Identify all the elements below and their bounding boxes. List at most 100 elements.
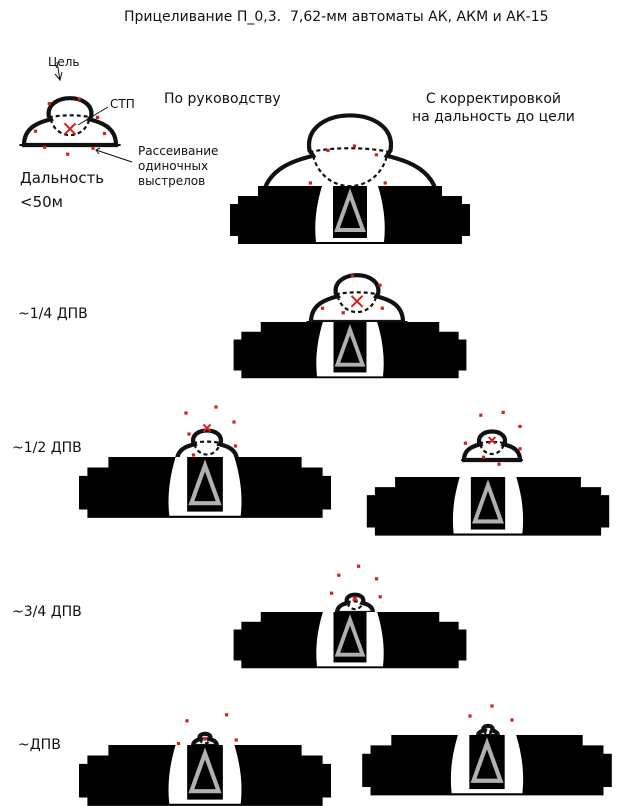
mpi-x-mark bbox=[63, 122, 77, 136]
shot-dot bbox=[102, 131, 107, 136]
row-label-quarter: ~1/4 ДПВ bbox=[18, 306, 88, 322]
shot-dot bbox=[352, 144, 356, 148]
row-label-half: ~1/2 ДПВ bbox=[12, 440, 82, 456]
shot-dot bbox=[501, 410, 505, 414]
shot-dot bbox=[341, 311, 345, 315]
shot-dot bbox=[337, 573, 341, 577]
shot-dot bbox=[185, 719, 189, 723]
x-stroke bbox=[352, 595, 358, 602]
shot-dot bbox=[320, 306, 325, 310]
target-row3-left bbox=[173, 405, 241, 464]
row-label-three-quarter: ~3/4 ДПВ bbox=[12, 604, 82, 620]
shot-dot bbox=[96, 115, 100, 119]
shot-dot bbox=[378, 283, 382, 287]
arrow-icon bbox=[95, 147, 133, 163]
face-outline-dashed bbox=[346, 600, 364, 611]
target-silhouette bbox=[334, 592, 376, 616]
triangle-icon bbox=[188, 459, 222, 506]
x-stroke bbox=[202, 423, 212, 433]
sight-row5-right bbox=[362, 735, 612, 796]
sight-row2 bbox=[233, 322, 467, 379]
column-header-by-manual: По руководству bbox=[164, 91, 281, 107]
shot-dot bbox=[510, 718, 514, 722]
shot-dot bbox=[468, 714, 472, 718]
shot-dot bbox=[326, 148, 330, 153]
shot-dot bbox=[374, 153, 378, 157]
shot-dot bbox=[497, 462, 501, 466]
shot-dot bbox=[191, 453, 196, 457]
shot-dot bbox=[177, 742, 181, 746]
row-label-full: ~ДПВ bbox=[18, 737, 61, 753]
column-header-corrected: С корректировкой на дальность до цели bbox=[412, 91, 575, 125]
x-stroke bbox=[350, 295, 364, 308]
triangle-icon bbox=[471, 479, 505, 524]
shot-dot bbox=[33, 129, 38, 133]
sight-row1 bbox=[230, 186, 470, 244]
arrow-icon bbox=[54, 61, 63, 82]
x-stroke bbox=[487, 436, 497, 445]
target-row4 bbox=[330, 564, 382, 617]
shot-dot bbox=[47, 102, 51, 106]
face-outline-dashed bbox=[478, 440, 506, 456]
triangle-icon bbox=[334, 614, 366, 657]
shot-dot bbox=[482, 455, 486, 459]
shot-dot bbox=[378, 595, 382, 599]
sight-row3-left bbox=[79, 457, 332, 518]
mpi-x-mark bbox=[350, 295, 364, 308]
shot-dot bbox=[77, 97, 81, 101]
shot-dot bbox=[184, 411, 188, 415]
triangle-icon bbox=[470, 737, 504, 783]
diagram-title: Прицеливание П_0,3. 7,62-мм автоматы АК,… bbox=[124, 9, 549, 25]
shot-dot bbox=[490, 704, 494, 708]
sight-row3-right bbox=[366, 477, 610, 536]
triangle-icon bbox=[334, 324, 366, 367]
triangle-icon bbox=[334, 188, 366, 232]
arrow-icon bbox=[77, 106, 109, 126]
target-silhouette bbox=[21, 96, 119, 148]
shot-dot bbox=[350, 274, 354, 278]
shot-dot bbox=[518, 424, 522, 428]
face-outline-dashed bbox=[48, 114, 92, 137]
target-row3-right bbox=[461, 410, 523, 466]
legend-target bbox=[19, 96, 121, 156]
shot-dot bbox=[518, 447, 522, 451]
target-silhouette bbox=[308, 273, 406, 325]
target-silhouette bbox=[174, 428, 240, 464]
shot-dot bbox=[234, 738, 238, 742]
shot-dot bbox=[375, 577, 379, 581]
shot-dot bbox=[66, 152, 70, 156]
target-silhouette bbox=[259, 113, 441, 208]
target-silhouette bbox=[461, 429, 523, 463]
sight-row4 bbox=[233, 612, 467, 669]
face-outline-dashed bbox=[335, 291, 379, 314]
x-stroke bbox=[202, 736, 208, 741]
shot-dot bbox=[91, 146, 95, 150]
legend-target-label: Цель bbox=[48, 55, 80, 69]
legend-dispersion-label: Рассеивание одиночных выстрелов bbox=[138, 144, 219, 188]
mpi-x-mark bbox=[487, 436, 497, 445]
face-outline-dashed bbox=[198, 737, 212, 745]
shot-dot bbox=[308, 181, 312, 185]
face-outline-dashed bbox=[482, 728, 494, 735]
shot-dot bbox=[214, 405, 218, 409]
face-outline-dashed bbox=[192, 440, 222, 456]
shot-dot bbox=[330, 591, 334, 595]
shot-dot bbox=[232, 420, 236, 424]
shot-dot bbox=[463, 441, 467, 445]
shot-dot bbox=[225, 713, 229, 717]
mpi-x-mark bbox=[352, 595, 358, 602]
x-stroke bbox=[63, 122, 77, 136]
shot-dot bbox=[357, 564, 361, 568]
legend-mpi-label: СТП bbox=[110, 97, 135, 111]
shot-dot bbox=[479, 413, 483, 417]
mpi-x-mark bbox=[202, 423, 212, 433]
target-silhouette bbox=[475, 723, 501, 739]
row-label-under-50m: Дальность <50м bbox=[20, 169, 105, 211]
shot-dot bbox=[233, 444, 238, 448]
mpi-x-mark bbox=[202, 736, 208, 741]
shot-dot bbox=[43, 145, 47, 149]
sight-row5-left bbox=[79, 745, 332, 806]
triangle-icon bbox=[188, 747, 222, 794]
shot-dot bbox=[187, 432, 191, 436]
